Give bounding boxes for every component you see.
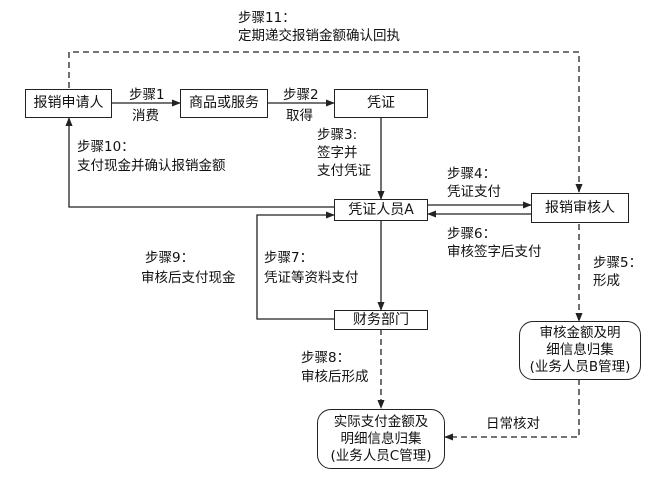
summary-c-line-2: 明细信息归集 — [340, 430, 422, 447]
node-voucher-staff-a: 凭证人员A — [334, 199, 428, 221]
step6-title: 步骤6： — [447, 226, 497, 242]
step9-text: 审核后支付现金 — [141, 270, 236, 286]
step11-title: 步骤11： — [238, 10, 296, 26]
step3-line-1: 签字并 — [317, 145, 358, 161]
arrow-step11 — [68, 51, 583, 193]
step2-text: 取得 — [286, 108, 313, 124]
arrow-step9 — [256, 211, 335, 320]
node-finance-department: 财务部门 — [334, 310, 428, 330]
node-applicant: 报销申请人 — [25, 89, 112, 118]
step5-text: 形成 — [593, 273, 620, 289]
summary-b-line-3: (业务人员B管理) — [529, 359, 631, 375]
step5-title: 步骤5： — [593, 255, 643, 271]
step2-title: 步骤2 — [283, 87, 319, 103]
step7-text: 凭证等资料支付 — [264, 270, 359, 286]
node-summary-b: 审核金额及明 细信息归集 (业务人员B管理) — [519, 321, 641, 380]
step7-title: 步骤7： — [264, 250, 314, 266]
node-goods-or-service: 商品或服务 — [180, 89, 268, 118]
node-summary-c: 实际支付金额及 明细信息归集 (业务人员C管理) — [317, 409, 445, 469]
step11-text: 定期递交报销金额确认回执 — [238, 28, 400, 44]
step6-text: 审核签字后支付 — [447, 244, 542, 260]
arrow-step10 — [65, 117, 334, 208]
daily-check-label: 日常核对 — [486, 416, 540, 432]
node-expense-reviewer: 报销审核人 — [531, 193, 629, 223]
node-voucher: 凭证 — [334, 89, 428, 118]
step9-title: 步骤9： — [145, 250, 195, 266]
step8-text: 审核后形成 — [301, 369, 369, 385]
step3-line-2: 支付凭证 — [317, 163, 371, 179]
step4-title: 步骤4： — [447, 166, 497, 182]
summary-c-line-3: (业务人员C管理) — [330, 447, 432, 464]
summary-b-line-2: 细信息归集 — [546, 342, 614, 358]
summary-b-line-1: 审核金额及明 — [539, 325, 621, 341]
step10-title: 步骤10： — [77, 139, 135, 155]
step8-title: 步骤8： — [301, 350, 351, 366]
step10-text: 支付现金并确认报销金额 — [77, 158, 226, 174]
summary-c-line-1: 实际支付金额及 — [333, 413, 429, 430]
step4-text: 凭证支付 — [447, 184, 501, 200]
step3-title: 步骤3: — [317, 127, 358, 143]
step1-text: 消费 — [132, 108, 159, 124]
step1-title: 步骤1 — [129, 87, 165, 103]
